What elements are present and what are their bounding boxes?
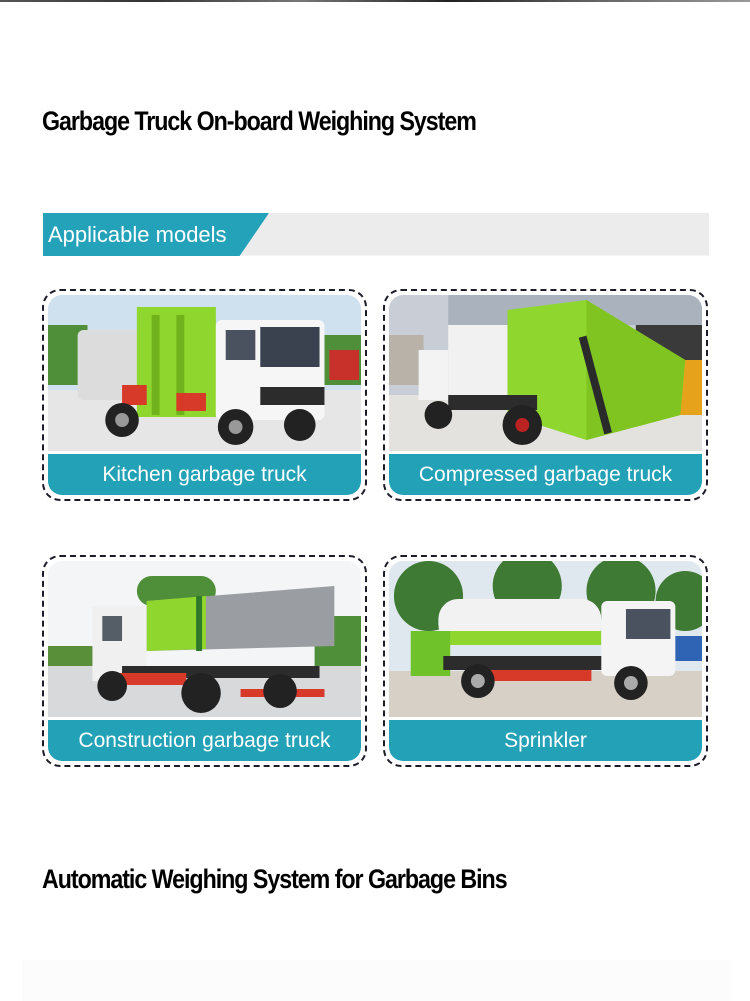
- section-title-garbage-bin-weighing: Automatic Weighing System for Garbage Bi…: [42, 864, 508, 894]
- sprinkler-truck-photo: [389, 561, 702, 721]
- compressed-garbage-truck-photo: [389, 295, 702, 455]
- next-section-image-edge: [22, 960, 732, 1001]
- model-caption: Compressed garbage truck: [389, 451, 702, 495]
- top-image-edge: [0, 0, 750, 2]
- model-caption: Kitchen garbage truck: [48, 451, 361, 495]
- model-card-sprinkler: Sprinkler: [383, 555, 708, 767]
- section-title-onboard-weighing: Garbage Truck On-board Weighing System: [42, 106, 477, 136]
- model-card-construction-garbage-truck: Construction garbage truck: [42, 555, 367, 767]
- banner-label: Applicable models: [43, 213, 269, 256]
- applicable-models-banner: Applicable models: [43, 213, 709, 256]
- kitchen-garbage-truck-photo: [48, 295, 361, 455]
- construction-garbage-truck-photo: [48, 561, 361, 721]
- model-card-compressed-garbage-truck: Compressed garbage truck: [383, 289, 708, 501]
- model-caption: Construction garbage truck: [48, 717, 361, 761]
- model-card-kitchen-garbage-truck: Kitchen garbage truck: [42, 289, 367, 501]
- model-caption: Sprinkler: [389, 717, 702, 761]
